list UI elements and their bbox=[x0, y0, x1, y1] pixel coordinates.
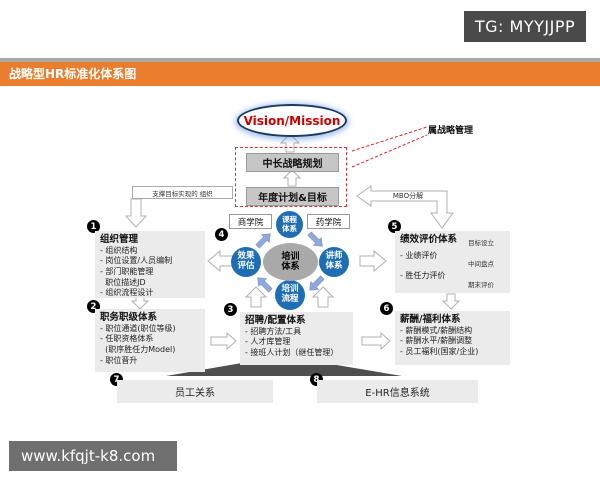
vision-mission-ellipse: Vision/Mission bbox=[237, 104, 347, 137]
pharmacy-school-label: 药学院 bbox=[315, 217, 342, 228]
recruit-item: - 人才库管理 bbox=[245, 337, 291, 347]
org-item: 职位描述JD bbox=[100, 277, 146, 287]
strategy-dashed-frame bbox=[235, 147, 347, 207]
employee-relations-label: 员工关系 bbox=[175, 388, 215, 399]
down-arrow-support-to-org bbox=[124, 198, 148, 228]
compensation-item: - 薪酬模式/薪酬结构 bbox=[400, 325, 473, 335]
up-arrow-to-vision bbox=[279, 133, 301, 153]
wheel-node-effect-evaluation: 效果 评估 bbox=[231, 247, 261, 277]
job-grade-title: 职务职级体系 bbox=[100, 312, 158, 323]
compensation-item: - 薪酬水平/薪酬调整 bbox=[400, 336, 473, 346]
mid-long-plan-label: 中长战略规划 bbox=[262, 159, 323, 170]
org-management-box: 组织管理 - 组织结构 - 岗位设置/人员编制 - 部门职能管理 职位描述JD … bbox=[95, 231, 205, 298]
up-arrow-annual-to-midlong bbox=[282, 169, 302, 187]
performance-item: - 业绩评价 bbox=[400, 250, 438, 260]
strategy-management-note: 属战略管理 bbox=[428, 126, 474, 136]
org-management-title: 组织管理 bbox=[100, 234, 139, 245]
business-school-box: 商学院 bbox=[229, 214, 272, 229]
tg-watermark-badge: TG: MYYJJPP bbox=[464, 11, 586, 42]
performance-bracket-item: 中间盘点 bbox=[468, 260, 494, 268]
mbo-elbow-arrow bbox=[356, 185, 454, 229]
number-badge-4: 4 bbox=[215, 228, 228, 241]
red-dashed-callout-lines bbox=[351, 126, 428, 168]
wheel-node-course-system: 课程 体系 bbox=[276, 211, 303, 238]
slide-title: 战略型HR标准化体系图 bbox=[9, 67, 137, 81]
compensation-box: 薪酬/福利体系 - 薪酬模式/薪酬结构 - 薪酬水平/薪酬调整 - 员工福利(国… bbox=[395, 311, 510, 365]
compensation-item: - 员工福利(国家/企业) bbox=[400, 346, 479, 356]
site-watermark-text: www.kfqjt-k8.com bbox=[21, 447, 156, 465]
wheel-hub-training-system: 培训 体系 bbox=[263, 243, 318, 281]
performance-box: 绩效评价体系 - 业绩评价 - 胜任力评价 bbox=[395, 231, 510, 293]
compensation-title: 薪酬/福利体系 bbox=[400, 314, 461, 325]
right-arrow-wheel-to-perf bbox=[359, 249, 387, 273]
performance-bracket-item: 期末评价 bbox=[468, 281, 494, 289]
ehr-system-box: E-HR信息系统 bbox=[317, 380, 478, 403]
grade-item: - 职位晋升 bbox=[100, 355, 138, 365]
grade-item: - 任职资格体系 bbox=[100, 334, 154, 344]
right-arrow-grade-to-recruit bbox=[210, 331, 237, 351]
performance-bracket-item: 目标设立 bbox=[468, 239, 494, 247]
support-goal-label: 支撑目标实现的 组织 bbox=[152, 189, 213, 198]
slide-title-bar: 战略型HR标准化体系图 bbox=[0, 62, 600, 86]
header-divider-bar bbox=[0, 58, 600, 62]
org-item: - 组织流程设计 bbox=[100, 288, 154, 298]
site-watermark: www.kfqjt-k8.com bbox=[9, 441, 177, 471]
number-badge-6: 6 bbox=[380, 302, 393, 315]
pyramid-shape bbox=[166, 356, 402, 376]
recruit-item: - 招聘方法/工具 bbox=[245, 326, 302, 336]
employee-relations-box: 员工关系 bbox=[117, 380, 273, 403]
business-school-label: 商学院 bbox=[237, 217, 264, 228]
wheel-cycle-arrows bbox=[255, 231, 325, 293]
mid-long-plan-box: 中长战略规划 bbox=[246, 153, 339, 172]
annual-plan-box: 年度计划&目标 bbox=[246, 187, 339, 206]
org-item: - 组织结构 bbox=[100, 245, 138, 255]
org-item: - 岗位设置/人员编制 bbox=[100, 256, 173, 266]
cycle-arrow-bottom-to-left bbox=[257, 277, 273, 293]
up-arrow-recruit-to-wheel-right bbox=[311, 286, 335, 308]
ehr-system-label: E-HR信息系统 bbox=[365, 388, 430, 399]
down-arrow-perf-to-comp bbox=[441, 293, 461, 310]
vision-mission-label: Vision/Mission bbox=[243, 113, 341, 128]
number-badge-5: 5 bbox=[388, 220, 401, 233]
job-grade-box: 职务职级体系 - 职位通道(职位等级) - 任职资格体系 (职序胜任力Model… bbox=[95, 309, 205, 372]
cycle-arrow-top-to-right bbox=[307, 231, 323, 247]
performance-item: - 胜任力评价 bbox=[400, 271, 446, 281]
grade-item: (职序胜任力Model) bbox=[100, 344, 176, 354]
support-goal-note: 支撑目标实现的 组织 bbox=[132, 186, 233, 199]
number-badge-3: 3 bbox=[224, 303, 237, 316]
recruit-box: 招聘/配置体系 - 招聘方法/工具 - 人才库管理 - 接班人计划（继任管理） bbox=[240, 312, 353, 365]
annual-plan-label: 年度计划&目标 bbox=[258, 193, 327, 204]
up-arrow-recruit-to-wheel-left bbox=[244, 286, 268, 308]
cycle-arrow-left-to-top bbox=[255, 233, 271, 249]
mbo-decomposition-label: MBO分解 bbox=[392, 192, 424, 200]
recruit-item: - 接班人计划（继任管理） bbox=[245, 347, 339, 357]
recruit-title: 招聘/配置体系 bbox=[245, 315, 306, 326]
grade-item: - 职位通道(职位等级) bbox=[100, 323, 176, 333]
performance-title: 绩效评价体系 bbox=[400, 234, 458, 245]
cycle-arrow-right-to-bottom bbox=[309, 275, 325, 291]
flow-arrows bbox=[124, 133, 461, 351]
callout-line-upper bbox=[351, 126, 428, 152]
pharmacy-school-box: 药学院 bbox=[307, 214, 350, 229]
number-badge-1: 1 bbox=[87, 220, 100, 233]
org-item: - 部门职能管理 bbox=[100, 266, 154, 276]
callout-line-lower bbox=[351, 134, 428, 168]
wheel-node-training-process: 培训 流程 bbox=[275, 280, 305, 310]
right-arrow-recruit-to-comp bbox=[361, 331, 391, 351]
wheel-node-lecturer-system: 讲师 体系 bbox=[319, 247, 349, 277]
